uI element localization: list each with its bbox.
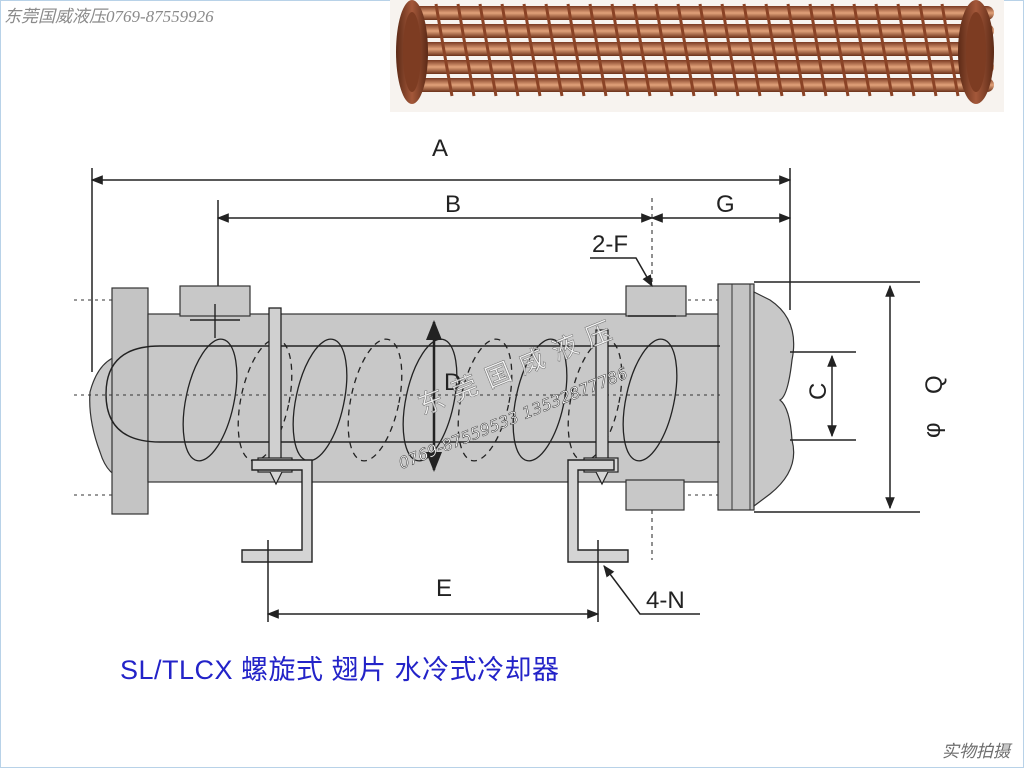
dimension-label-D: D — [444, 369, 461, 396]
dimension-label-2F: 2-F — [592, 231, 628, 258]
photo-fin — [742, 3, 762, 97]
photo-fin — [478, 3, 498, 97]
photo-fin — [808, 3, 828, 97]
photo-fin — [786, 3, 806, 97]
photo-fin — [588, 3, 608, 97]
photo-fin — [896, 3, 916, 97]
product-title: SL/TLCX 螺旋式 翅片 水冷式冷却器 — [120, 655, 560, 685]
photo-fin — [764, 3, 784, 97]
dimension-label-C: C — [805, 383, 832, 400]
photo-fin — [500, 3, 520, 97]
photo-fin — [544, 3, 564, 97]
photo-fin — [434, 3, 454, 97]
photo-fin — [698, 3, 718, 97]
photo-fin — [830, 3, 850, 97]
watermark-top: 东莞国威液压0769-87559926 — [4, 7, 214, 26]
dimension-label-A: A — [432, 135, 448, 162]
photo-fin — [940, 3, 960, 97]
mounting-feet — [241, 459, 629, 563]
photo-fin — [654, 3, 674, 97]
photo-fin — [852, 3, 872, 97]
photo-fin — [874, 3, 894, 97]
photo-fin — [720, 3, 740, 97]
photo-fin — [566, 3, 586, 97]
dimension-label-4N: 4-N — [646, 587, 685, 614]
photo-fin — [676, 3, 696, 97]
dimension-label-E: E — [436, 575, 452, 602]
photo-fin — [610, 3, 630, 97]
photo-fin — [632, 3, 652, 97]
dimension-label-B: B — [445, 191, 461, 218]
watermark-real-photo: 实物拍摄 — [942, 742, 1010, 761]
spiral-fin — [402, 338, 458, 462]
photo-fin — [522, 3, 542, 97]
cooler-core-photo — [390, 0, 1004, 112]
spiral-fin — [347, 338, 403, 462]
photo-fin — [456, 3, 476, 97]
photo-fin — [918, 3, 938, 97]
dimension-label-phi: φ — [919, 422, 946, 438]
dimension-label-Q: Q — [921, 375, 948, 394]
dimension-label-G: G — [716, 191, 735, 218]
spiral-fin — [622, 338, 678, 462]
spiral-fin — [457, 338, 513, 462]
cooler-dimension-drawing: A B G 2-F D C Q φ E 4-N 东莞国威液压 0769-8755… — [74, 135, 948, 622]
